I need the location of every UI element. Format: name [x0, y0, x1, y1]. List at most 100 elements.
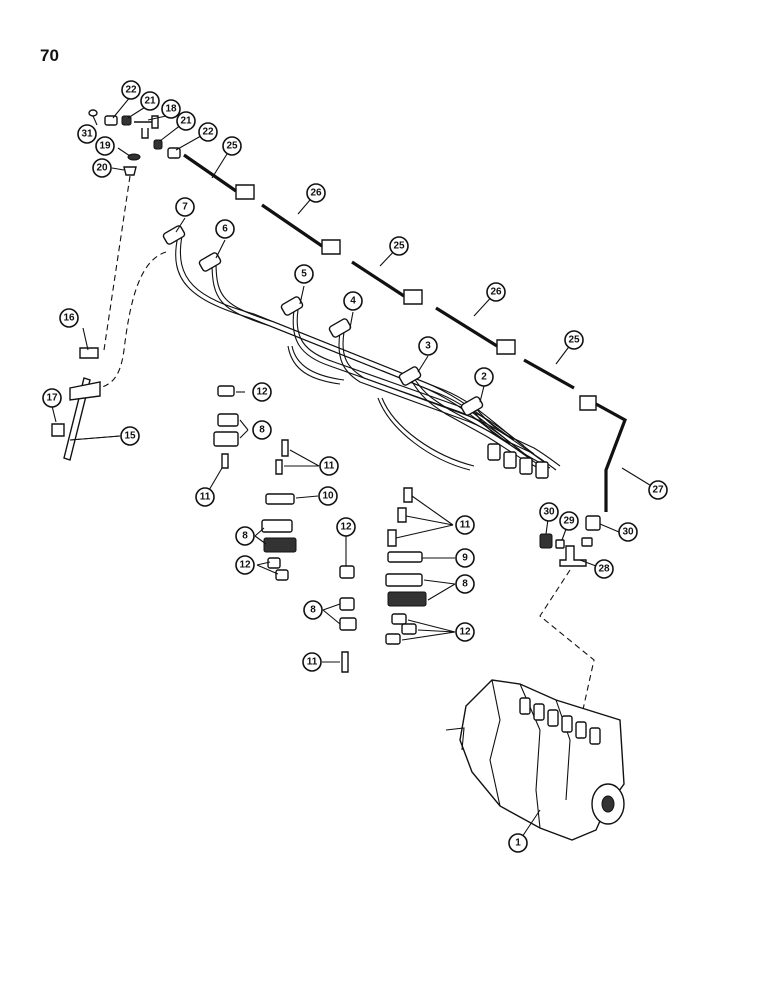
svg-text:31: 31	[81, 129, 93, 140]
svg-text:11: 11	[200, 492, 211, 503]
svg-text:4: 4	[350, 296, 356, 307]
callout-12a: 12	[252, 382, 272, 402]
callout-28: 28	[594, 559, 614, 579]
page-number: 70	[40, 46, 59, 65]
callout-29: 29	[559, 511, 579, 531]
svg-text:8: 8	[242, 531, 248, 542]
callout-30b: 30	[618, 522, 638, 542]
callout-12c: 12	[235, 555, 255, 575]
svg-text:30: 30	[543, 507, 555, 518]
callout-18: 18	[161, 99, 181, 119]
svg-text:25: 25	[568, 335, 580, 346]
svg-text:19: 19	[99, 141, 111, 152]
svg-text:22: 22	[125, 85, 137, 96]
callout-22b: 22	[198, 122, 218, 142]
pump-fittings	[539, 515, 601, 733]
svg-text:29: 29	[563, 516, 575, 527]
svg-text:8: 8	[259, 425, 265, 436]
svg-text:21: 21	[180, 116, 192, 127]
fuel-injection-pump	[445, 679, 625, 841]
svg-text:7: 7	[182, 202, 188, 213]
callout-17: 17	[42, 388, 62, 408]
callout-11b: 11	[195, 487, 215, 507]
pipe-27	[595, 402, 627, 512]
svg-text:12: 12	[340, 522, 352, 533]
svg-text:11: 11	[324, 461, 335, 472]
part-16-clamp	[79, 347, 99, 359]
callout-8b: 8	[235, 526, 255, 546]
svg-text:8: 8	[462, 579, 468, 590]
svg-text:3: 3	[425, 341, 431, 352]
callout-11d: 11	[302, 652, 322, 672]
callout-20: 20	[92, 158, 112, 178]
callout-7: 7	[175, 197, 195, 217]
callout-26b: 26	[486, 282, 506, 302]
callout-25c: 25	[564, 330, 584, 350]
leak-off-pipes	[183, 153, 627, 512]
callout-16: 16	[59, 308, 79, 328]
callout-6: 6	[215, 219, 235, 239]
callout-12d: 12	[455, 622, 475, 642]
callout-5: 5	[294, 264, 314, 284]
callout-19: 19	[95, 136, 115, 156]
callout-30a: 30	[539, 502, 559, 522]
callout-11c: 11	[455, 515, 475, 535]
svg-text:5: 5	[301, 269, 307, 280]
callout-12b: 12	[336, 517, 356, 537]
part-18-tee	[134, 115, 159, 139]
svg-text:12: 12	[459, 627, 471, 638]
part-19	[127, 153, 141, 161]
svg-text:25: 25	[393, 241, 405, 252]
callout-4: 4	[343, 291, 363, 311]
part-21-right	[153, 139, 163, 150]
svg-text:26: 26	[310, 188, 322, 199]
svg-text:20: 20	[96, 163, 108, 174]
injector-flange	[69, 381, 101, 401]
part-20	[123, 166, 137, 176]
svg-text:26: 26	[490, 287, 502, 298]
part-17-washer	[51, 423, 65, 437]
fitting-parts	[88, 109, 181, 176]
callout-11a: 11	[319, 456, 339, 476]
callout-8d: 8	[455, 574, 475, 594]
svg-text:6: 6	[222, 224, 228, 235]
svg-text:17: 17	[46, 393, 58, 404]
svg-text:10: 10	[322, 491, 334, 502]
callout-21a: 21	[140, 91, 160, 111]
clamp-parts	[213, 385, 427, 673]
svg-text:11: 11	[307, 657, 318, 668]
callout-9: 9	[455, 548, 475, 568]
svg-text:1: 1	[515, 838, 521, 849]
injection-pipes	[162, 225, 561, 479]
svg-text:30: 30	[622, 527, 634, 538]
svg-text:2: 2	[481, 372, 487, 383]
callout-2: 2	[474, 367, 494, 387]
callout-15: 15	[120, 426, 140, 446]
svg-text:28: 28	[598, 564, 610, 575]
callout-10: 10	[318, 486, 338, 506]
svg-text:16: 16	[63, 313, 75, 324]
part-21-left	[121, 115, 132, 126]
part-22-right	[167, 147, 181, 159]
svg-text:25: 25	[226, 141, 238, 152]
callout-8a: 8	[252, 420, 272, 440]
callout-21b: 21	[176, 111, 196, 131]
callout-22a: 22	[121, 80, 141, 100]
callout-25a: 25	[222, 136, 242, 156]
svg-text:21: 21	[144, 96, 156, 107]
callout-1: 1	[508, 833, 528, 853]
part-31	[88, 109, 98, 117]
callout-8c: 8	[303, 600, 323, 620]
svg-text:9: 9	[462, 553, 468, 564]
callout-25b: 25	[389, 236, 409, 256]
svg-text:15: 15	[124, 431, 136, 442]
svg-text:12: 12	[256, 387, 268, 398]
svg-text:27: 27	[652, 485, 664, 496]
svg-text:8: 8	[310, 605, 316, 616]
callout-3: 3	[418, 336, 438, 356]
svg-text:22: 22	[202, 127, 214, 138]
svg-text:11: 11	[460, 520, 471, 531]
callout-31: 31	[77, 124, 97, 144]
svg-text:12: 12	[239, 560, 251, 571]
callout-27: 27	[648, 480, 668, 500]
